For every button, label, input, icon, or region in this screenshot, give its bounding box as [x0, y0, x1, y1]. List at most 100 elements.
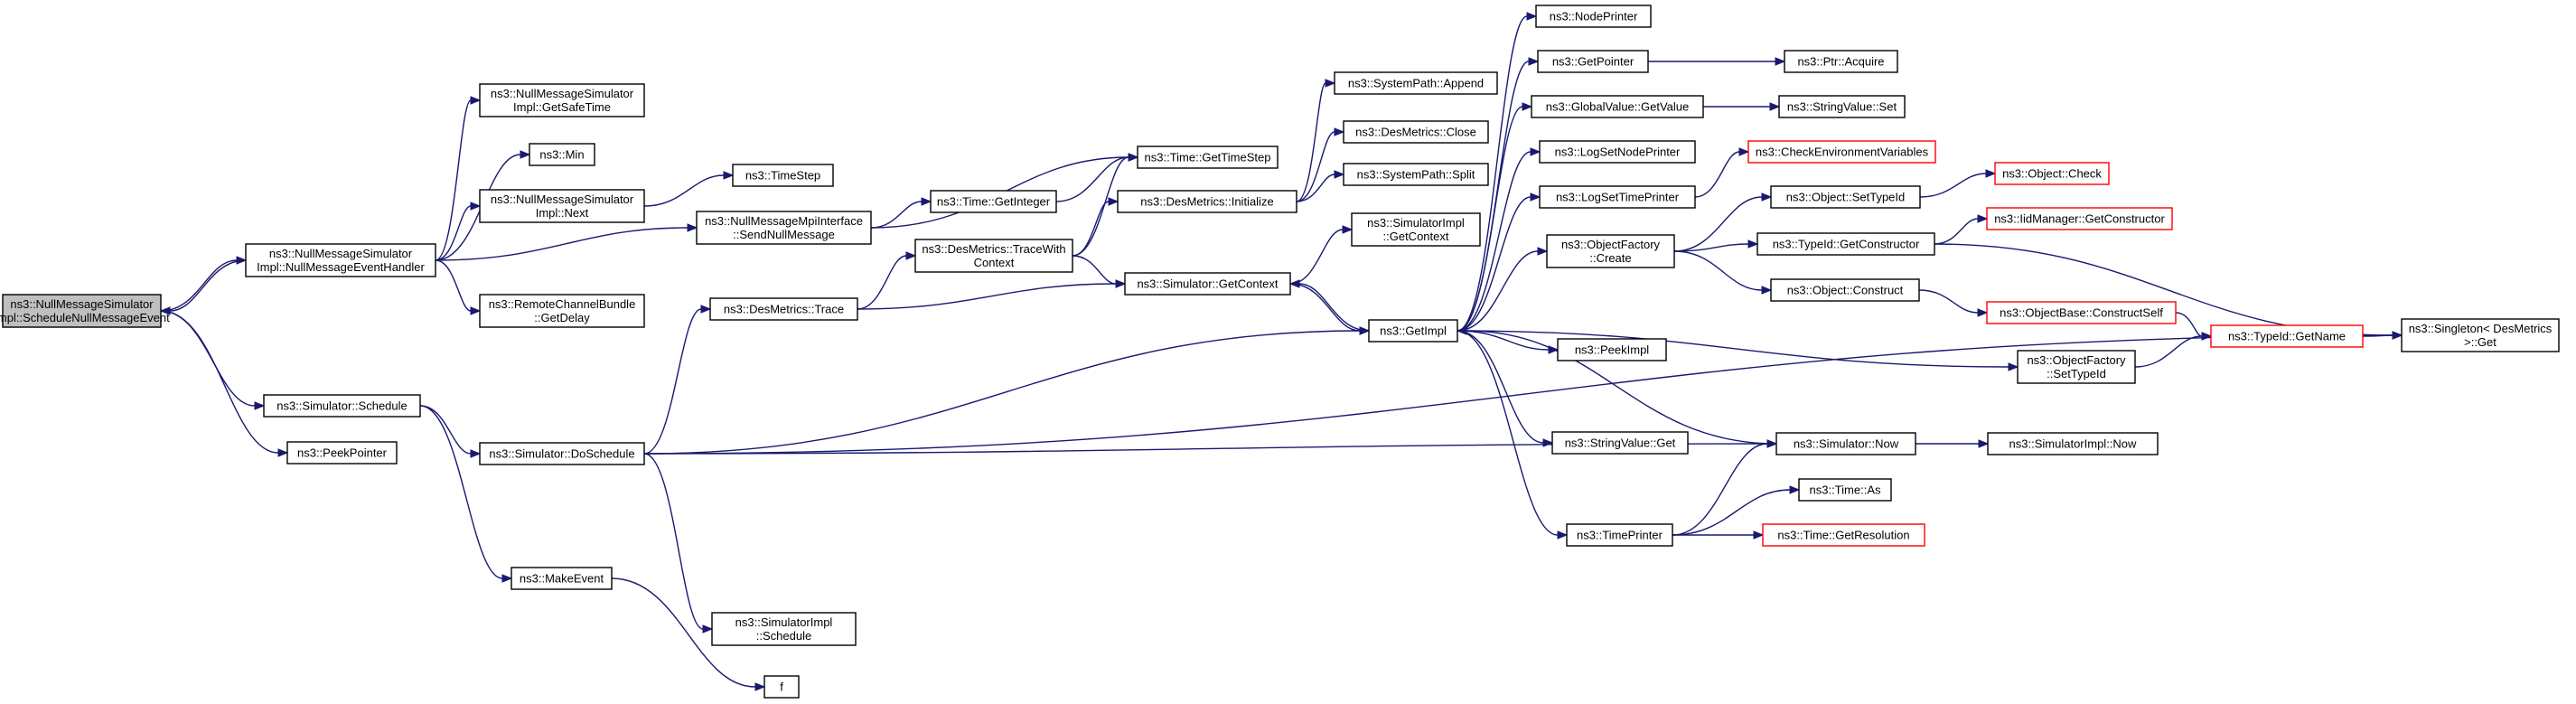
- node-label-timeGetRes-0: ns3::Time::GetResolution: [1777, 529, 1909, 542]
- edge-ofCreate-to-typeIdGetCtor: [1673, 243, 1749, 252]
- node-gvGetValue[interactable]: ns3::GlobalValue::GetValue: [1531, 95, 1704, 118]
- node-label-svSet-0: ns3::StringValue::Set: [1787, 100, 1897, 114]
- node-label-objBaseConstructSelf-0: ns3::ObjectBase::ConstructSelf: [2000, 306, 2163, 320]
- edge-desTrace-to-simGetCtx: [857, 283, 1117, 310]
- node-sendNull[interactable]: ns3::NullMessageMpiInterface::SendNullMe…: [696, 211, 872, 245]
- node-svSet[interactable]: ns3::StringValue::Set: [1778, 95, 1906, 118]
- node-simGetCtx[interactable]: ns3::Simulator::GetContext: [1124, 272, 1291, 296]
- edge-makeEvent-to-f: [611, 577, 756, 688]
- node-singletonGet[interactable]: ns3::Singleton< DesMetrics >::Get: [2401, 318, 2560, 352]
- node-box-iidMgrGetCtor: [1986, 207, 2173, 230]
- node-nodePrinter[interactable]: ns3::NodePrinter: [1535, 5, 1652, 28]
- node-root[interactable]: ns3::NullMessageSimulatorImpl::ScheduleN…: [0, 294, 170, 328]
- node-box-nodePrinter: [1535, 5, 1652, 28]
- node-remoteDelay[interactable]: ns3::RemoteChannelBundle::GetDelay: [479, 294, 645, 328]
- node-label-simSchedule-0: ns3::Simulator::Schedule: [276, 399, 407, 413]
- arrowhead-getImpl-to-simGetCtx: [1288, 279, 1300, 288]
- node-simImplNow[interactable]: ns3::SimulatorImpl::Now: [1987, 432, 2159, 455]
- node-label-ofSetTypeId-0: ns3::ObjectFactory: [2027, 353, 2126, 367]
- node-desInit[interactable]: ns3::DesMetrics::Initialize: [1117, 190, 1297, 213]
- node-timePrinter[interactable]: ns3::TimePrinter: [1566, 523, 1673, 547]
- node-box-remoteDelay: [479, 294, 645, 328]
- node-timeStep[interactable]: ns3::TimeStep: [732, 164, 834, 187]
- arrowhead-getImpl-to-nodePrinter: [1526, 12, 1538, 21]
- node-ofSetTypeId[interactable]: ns3::ObjectFactory::SetTypeId: [2017, 350, 2136, 384]
- node-box-desClose: [1343, 120, 1489, 144]
- node-timeAs[interactable]: ns3::Time::As: [1798, 478, 1892, 502]
- node-label-getImpl-0: ns3::GetImpl: [1380, 324, 1447, 338]
- node-box-objConstruct: [1770, 278, 1920, 302]
- node-ptrAcquire[interactable]: ns3::Ptr::Acquire: [1784, 50, 1898, 73]
- node-box-makeEvent: [511, 567, 613, 590]
- node-timeGetInteger[interactable]: ns3::Time::GetInteger: [930, 190, 1057, 213]
- node-label-sysSplit-0: ns3::SystemPath::Split: [1357, 168, 1475, 182]
- node-logSetNodePrinter[interactable]: ns3::LogSetNodePrinter: [1539, 140, 1696, 164]
- arrowhead-nmEvtHandler-to-getSafeTime: [470, 96, 482, 105]
- edge-desTrace-to-desTraceWith: [857, 255, 907, 310]
- node-objBaseConstructSelf[interactable]: ns3::ObjectBase::ConstructSelf: [1986, 301, 2177, 324]
- arrowhead-ofSetTypeId-to-typeIdGetName: [2201, 332, 2213, 341]
- node-desTrace[interactable]: ns3::DesMetrics::Trace: [709, 297, 858, 321]
- node-objSetTypeId[interactable]: ns3::Object::SetTypeId: [1770, 185, 1921, 209]
- arrowhead-desInit-to-sysAppend: [1325, 79, 1336, 88]
- arrowhead-objConstruct-to-objBaseConstructSelf: [1977, 308, 1989, 317]
- node-ofCreate[interactable]: ns3::ObjectFactory::Create: [1546, 234, 1675, 268]
- node-f[interactable]: f: [763, 675, 800, 699]
- node-objCheck[interactable]: ns3::Object::Check: [1994, 162, 2110, 185]
- node-label-desTrace-0: ns3::DesMetrics::Trace: [724, 303, 844, 316]
- node-timeGetTimeStep[interactable]: ns3::Time::GetTimeStep: [1137, 145, 1279, 169]
- node-iidMgrGetCtor[interactable]: ns3::IidManager::GetConstructor: [1986, 207, 2173, 230]
- node-simNow[interactable]: ns3::Simulator::Now: [1775, 432, 1916, 455]
- node-label-getPointer-0: ns3::GetPointer: [1552, 55, 1635, 69]
- edge-nmEvtHandler-to-sendNull: [435, 227, 688, 261]
- node-peekPointer[interactable]: ns3::PeekPointer: [286, 441, 398, 465]
- node-doSchedule[interactable]: ns3::Simulator::DoSchedule: [479, 442, 645, 465]
- node-svGet[interactable]: ns3::StringValue::Get: [1551, 431, 1689, 455]
- edge-timeGetInteger-to-timeGetTimeStep: [1055, 156, 1129, 202]
- edge-nmEvtHandler-to-remoteDelay: [435, 259, 472, 312]
- edge-getImpl-to-ofCreate: [1457, 250, 1539, 332]
- node-typeIdGetName[interactable]: ns3::TypeId::GetName: [2210, 324, 2364, 348]
- node-typeIdGetCtor[interactable]: ns3::TypeId::GetConstructor: [1756, 232, 1935, 256]
- node-label-sendNull-0: ns3::NullMessageMpiInterface: [705, 214, 863, 228]
- node-sysSplit[interactable]: ns3::SystemPath::Split: [1343, 163, 1489, 186]
- node-getImpl[interactable]: ns3::GetImpl: [1368, 319, 1458, 343]
- node-makeEvent[interactable]: ns3::MakeEvent: [511, 567, 613, 590]
- edge-ofCreate-to-objSetTypeId: [1673, 196, 1763, 252]
- node-peekImpl[interactable]: ns3::PeekImpl: [1557, 338, 1667, 361]
- node-simImplGetCtx[interactable]: ns3::SimulatorImpl::GetContext: [1351, 212, 1481, 247]
- node-timeGetRes[interactable]: ns3::Time::GetResolution: [1762, 523, 1925, 547]
- node-label-typeIdGetCtor-0: ns3::TypeId::GetConstructor: [1773, 238, 1920, 251]
- arrowhead-makeEvent-to-f: [754, 682, 766, 691]
- node-box-timePrinter: [1566, 523, 1673, 547]
- node-getPointer[interactable]: ns3::GetPointer: [1537, 50, 1649, 73]
- node-getSafeTime[interactable]: ns3::NullMessageSimulatorImpl::GetSafeTi…: [479, 83, 645, 117]
- call-graph-edges: [159, 12, 2403, 691]
- node-box-simImplSchedule: [711, 612, 857, 646]
- node-box-timeStep: [732, 164, 834, 187]
- arrowhead-typeIdGetName-to-singletonGet: [2392, 331, 2403, 340]
- node-checkEnv[interactable]: ns3::CheckEnvironmentVariables: [1747, 140, 1936, 164]
- node-box-singletonGet: [2401, 318, 2560, 352]
- node-objConstruct[interactable]: ns3::Object::Construct: [1770, 278, 1920, 302]
- node-box-simGetCtx: [1124, 272, 1291, 296]
- node-desClose[interactable]: ns3::DesMetrics::Close: [1343, 120, 1489, 144]
- edge-doSchedule-to-simImplSchedule: [643, 453, 704, 630]
- node-simImplSchedule[interactable]: ns3::SimulatorImpl::Schedule: [711, 612, 857, 646]
- node-label-getSafeTime-0: ns3::NullMessageSimulator: [491, 87, 634, 100]
- node-box-gvGetValue: [1531, 95, 1704, 118]
- node-nmEvtHandler[interactable]: ns3::NullMessageSimulatorImpl::NullMessa…: [245, 243, 436, 277]
- node-sysAppend[interactable]: ns3::SystemPath::Append: [1334, 71, 1498, 95]
- node-box-simImplNow: [1987, 432, 2159, 455]
- edge-nmEvtHandler-to-root: [169, 259, 247, 312]
- node-logSetTimePrinter[interactable]: ns3::LogSetTimePrinter: [1539, 185, 1696, 209]
- node-min[interactable]: ns3::Min: [529, 143, 595, 166]
- node-label-logSetTimePrinter-0: ns3::LogSetTimePrinter: [1556, 191, 1680, 204]
- node-simSchedule[interactable]: ns3::Simulator::Schedule: [263, 394, 421, 418]
- edge-getImpl-to-timePrinter: [1457, 330, 1559, 536]
- node-label-simImplSchedule-0: ns3::SimulatorImpl: [735, 615, 833, 629]
- node-box-timeGetTimeStep: [1137, 145, 1279, 169]
- node-label-doSchedule-0: ns3::Simulator::DoSchedule: [489, 447, 634, 461]
